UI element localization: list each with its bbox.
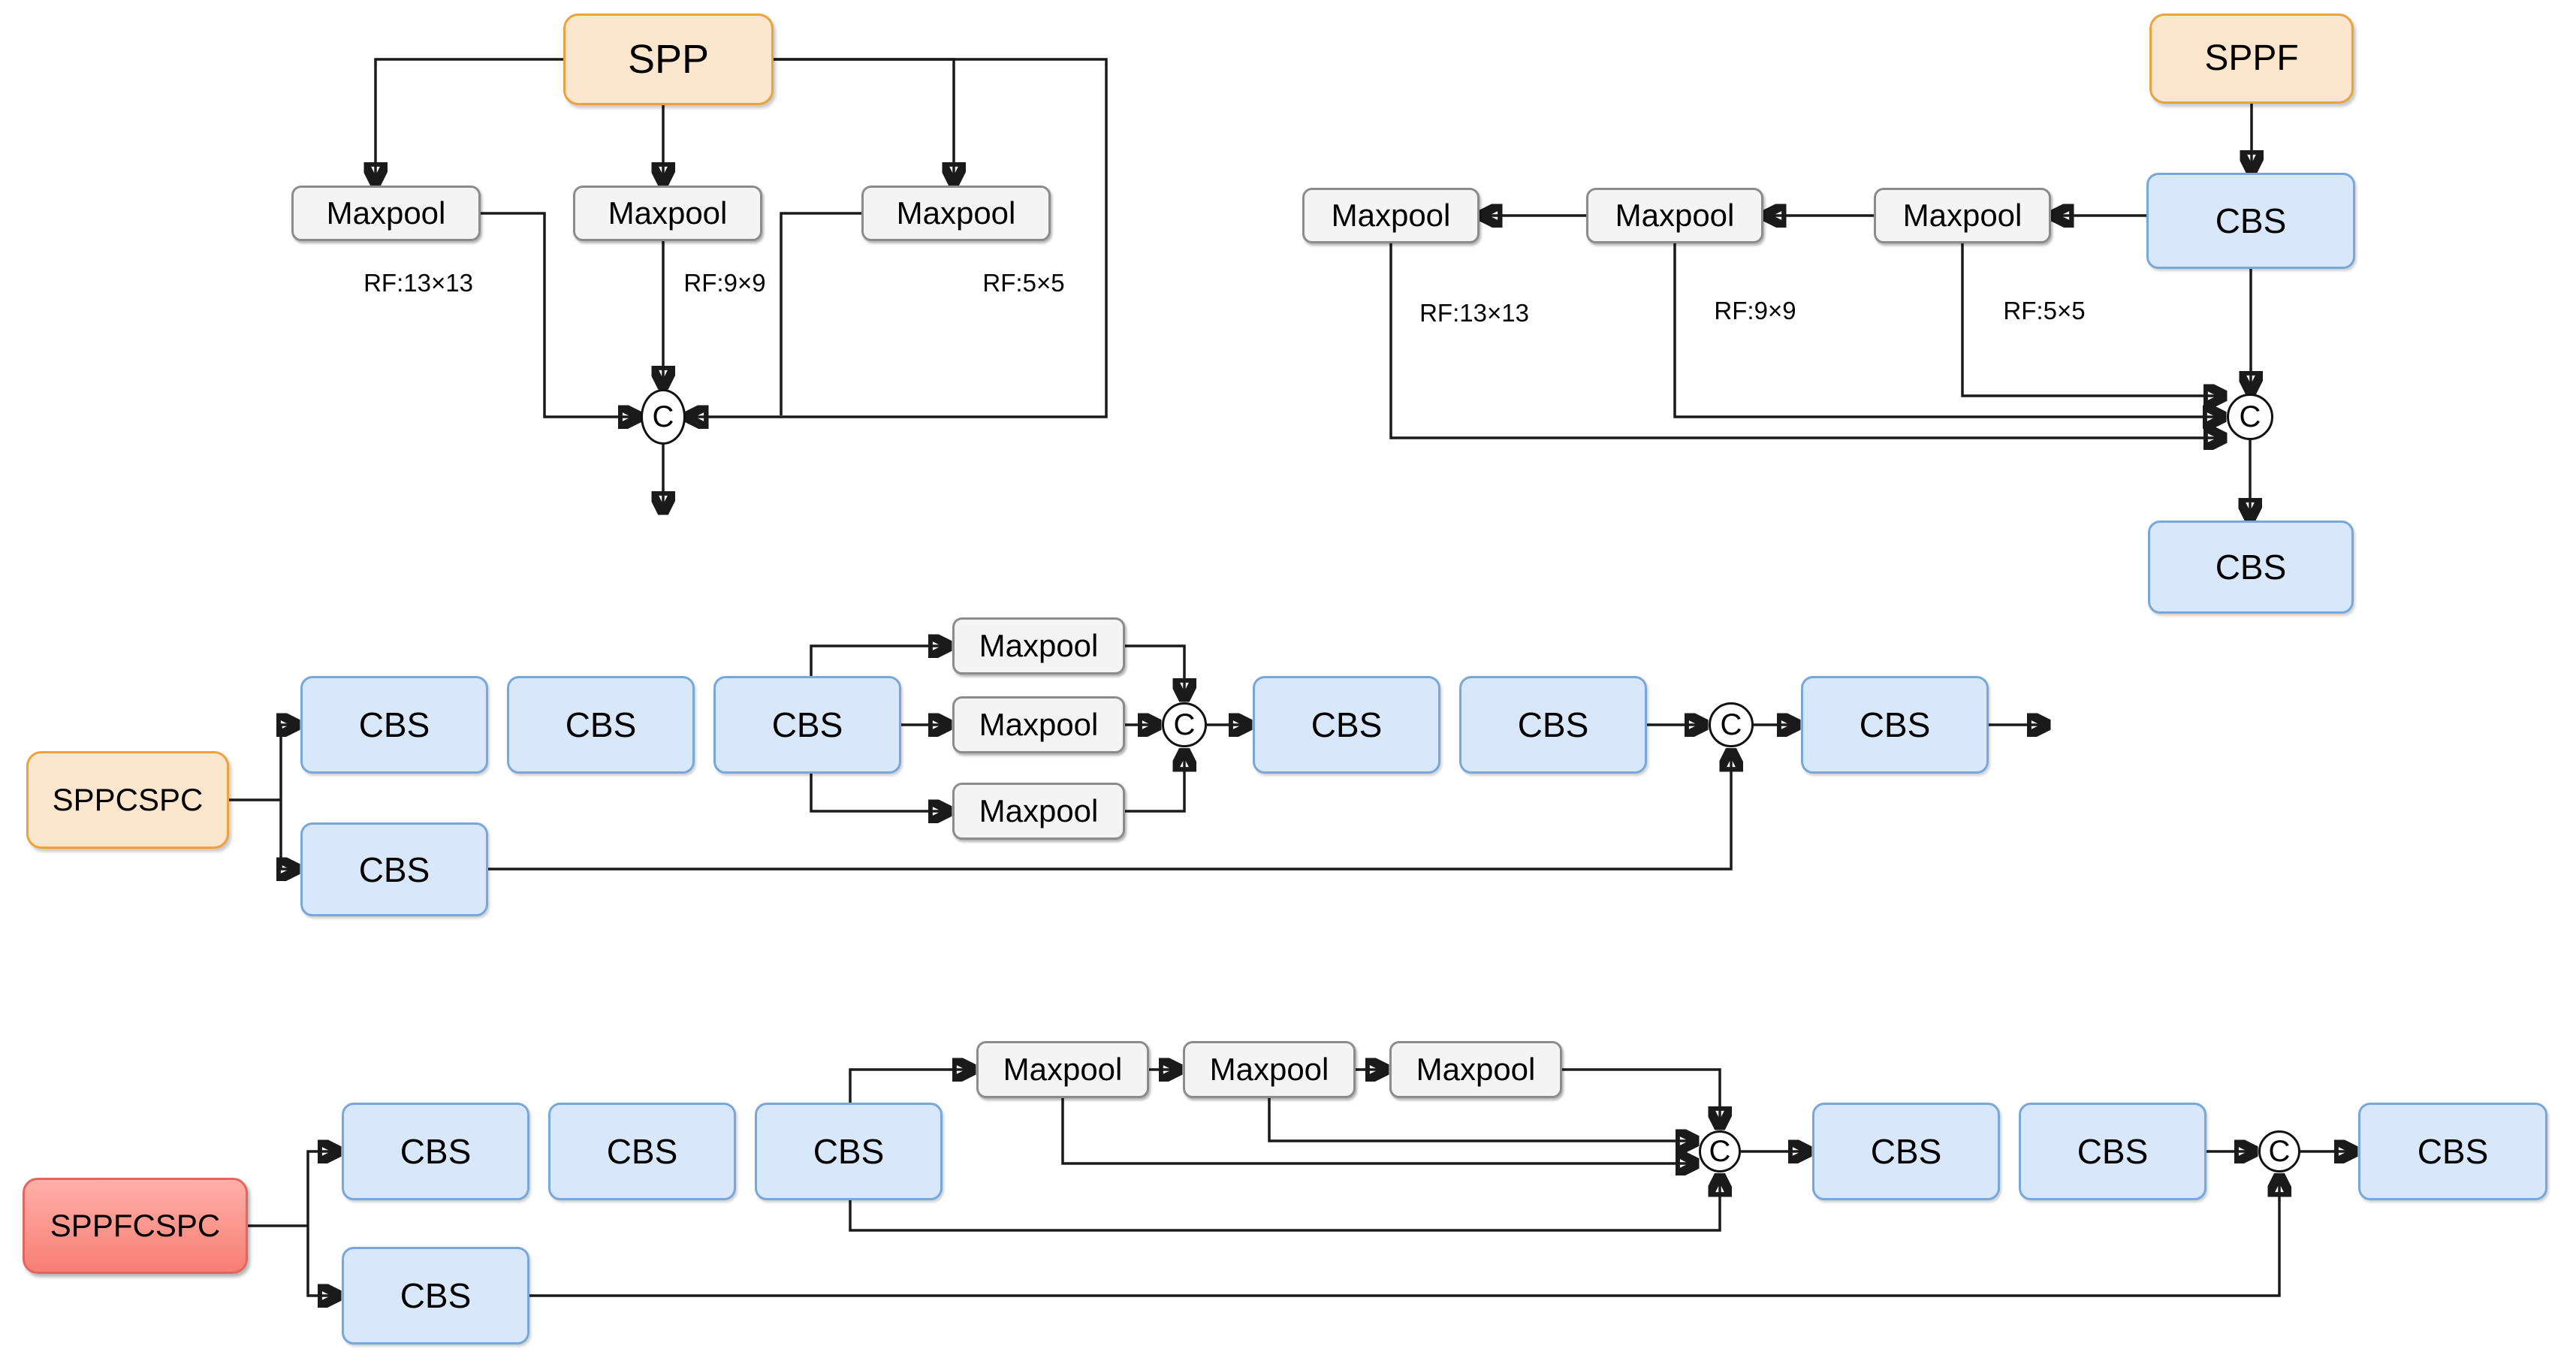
sppfcspc-concat-1: C: [1699, 1130, 1741, 1172]
sppfcspc-cbs-2: CBS: [548, 1103, 736, 1200]
sppcspc-cbs-2: CBS: [507, 676, 695, 774]
sppfcspc-cbs-1: CBS: [342, 1103, 529, 1200]
sppf-maxpool-9: Maxpool: [1586, 188, 1763, 243]
sppfcspc-cbs-3: CBS: [755, 1103, 943, 1200]
sppfcspc-cbs-4: CBS: [1812, 1103, 2000, 1200]
sppfcspc-cbs-final: CBS: [2358, 1103, 2547, 1200]
spp-maxpool-9: Maxpool: [573, 186, 762, 241]
sppcspc-cbs-4: CBS: [1253, 676, 1440, 774]
sppf-rf-9x9-label: RF:9×9: [1714, 297, 1796, 324]
sppf-concat-node: C: [2227, 394, 2273, 440]
sppfcspc-connectors: [248, 1070, 2354, 1296]
sppcspc-cbs-1: CBS: [300, 676, 488, 774]
sppcspc-cbs-5: CBS: [1459, 676, 1647, 774]
sppf-rf-13x13-label: RF:13×13: [1419, 299, 1529, 327]
spp-rf-13x13-label: RF:13×13: [363, 269, 473, 297]
spp-concat-node: C: [641, 389, 686, 445]
sppcspc-maxpool-bottom: Maxpool: [952, 783, 1125, 840]
sppf-cbs-in: CBS: [2146, 173, 2355, 269]
sppfcspc-maxpool-3: Maxpool: [1389, 1041, 1562, 1098]
sppfcspc-maxpool-1: Maxpool: [976, 1041, 1149, 1098]
sppfcspc-concat-2: C: [2258, 1130, 2300, 1172]
sppf-cbs-out: CBS: [2148, 521, 2354, 614]
spp-maxpool-5: Maxpool: [861, 186, 1051, 241]
spp-rf-5x5-label: RF:5×5: [982, 269, 1065, 297]
sppfcspc-cbs-bypass: CBS: [342, 1247, 529, 1344]
sppfcspc-title-block: SPPFCSPC: [23, 1178, 248, 1274]
sppfcspc-maxpool-2: Maxpool: [1183, 1041, 1356, 1098]
spp-rf-9x9-label: RF:9×9: [683, 269, 766, 297]
sppcspc-title-block: SPPCSPC: [26, 751, 229, 849]
sppcspc-connectors: [229, 646, 2047, 869]
sppcspc-maxpool-mid: Maxpool: [952, 696, 1125, 753]
spp-maxpool-13: Maxpool: [291, 186, 481, 241]
spp-connectors: [376, 58, 1108, 511]
sppf-maxpool-5: Maxpool: [1874, 188, 2051, 243]
sppcspc-cbs-bypass: CBS: [300, 822, 488, 916]
spp-title-block: SPP: [563, 14, 774, 105]
sppcspc-cbs-3: CBS: [713, 676, 901, 774]
sppf-title-block: SPPF: [2149, 14, 2354, 104]
sppcspc-concat-2: C: [1709, 702, 1754, 747]
sppcspc-concat-1: C: [1162, 702, 1207, 747]
sppcspc-cbs-final: CBS: [1801, 676, 1989, 774]
sppcspc-maxpool-top: Maxpool: [952, 617, 1125, 674]
sppf-maxpool-13: Maxpool: [1302, 188, 1480, 243]
sppfcspc-cbs-5: CBS: [2019, 1103, 2206, 1200]
sppf-connectors: [1389, 104, 2252, 518]
sppf-rf-5x5-label: RF:5×5: [2003, 297, 2086, 324]
